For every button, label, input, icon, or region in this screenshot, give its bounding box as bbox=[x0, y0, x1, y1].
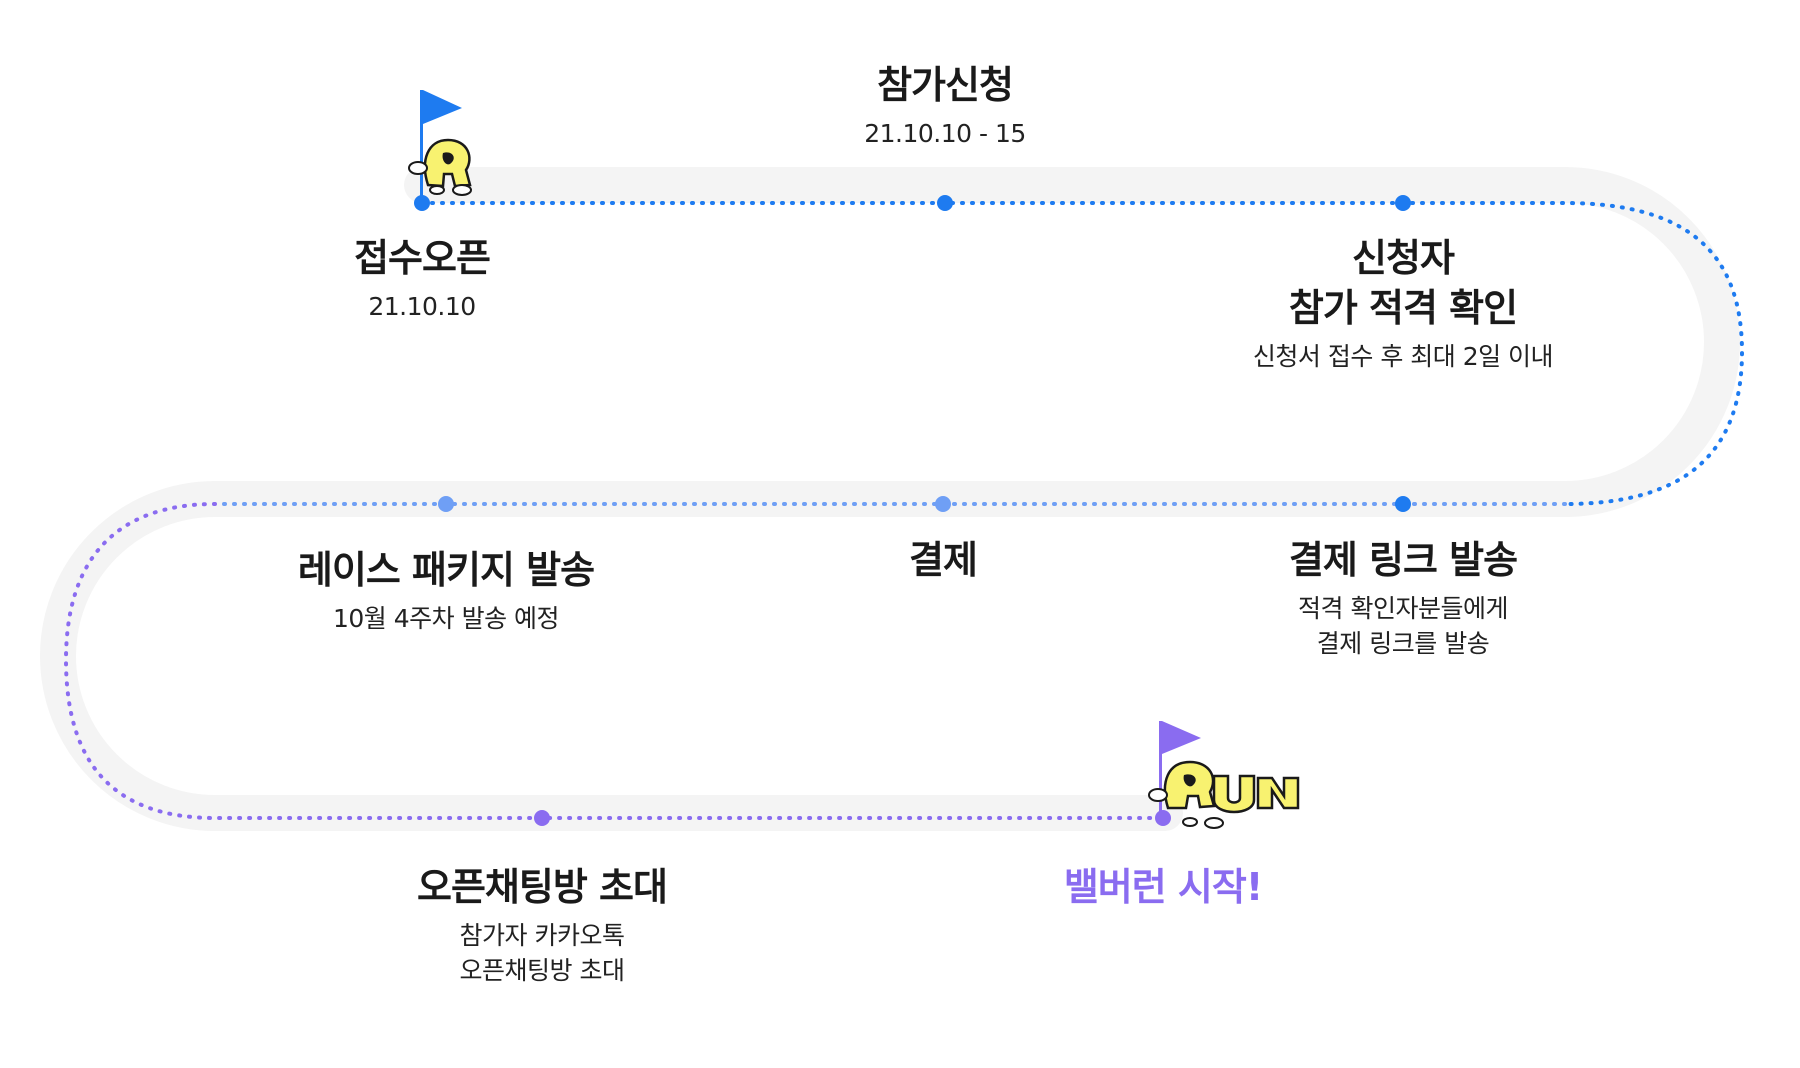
start-mascot-icon bbox=[408, 138, 472, 196]
step-chat: 오픈채팅방 초대 참가자 카카오톡 오픈채팅방 초대 bbox=[312, 862, 772, 988]
route-top bbox=[420, 201, 1745, 506]
step-subtitle: 참가자 카카오톡 오픈채팅방 초대 bbox=[459, 921, 625, 985]
step-start: 밸버런 시작! bbox=[933, 862, 1393, 912]
step-title: 오픈채팅방 초대 bbox=[417, 865, 668, 909]
station-dot-link bbox=[1395, 496, 1411, 512]
step-subtitle: 신청서 접수 후 최대 2일 이내 bbox=[1252, 342, 1554, 371]
step-package: 레이스 패키지 발송 10월 4주차 발송 예정 bbox=[216, 545, 676, 636]
station-dot-package bbox=[438, 496, 454, 512]
step-title: 레이스 패키지 발송 bbox=[297, 548, 595, 592]
step-title: 밸버런 시작! bbox=[1063, 865, 1263, 909]
step-subtitle: 10월 4주차 발송 예정 bbox=[332, 604, 560, 633]
station-dot-confirm bbox=[1395, 195, 1411, 211]
step-title: 신청자 참가 적격 확인 bbox=[1288, 236, 1518, 330]
step-apply: 참가신청 21.10.10 - 15 bbox=[715, 60, 1175, 151]
station-dot-payment bbox=[935, 496, 951, 512]
station-dot-start bbox=[1155, 810, 1171, 826]
step-title: 참가신청 bbox=[877, 63, 1014, 107]
station-dot-chat bbox=[534, 810, 550, 826]
step-payment: 결제 bbox=[713, 535, 1173, 585]
road-band bbox=[40, 167, 1740, 831]
step-subtitle: 적격 확인자분들에게 결제 링크를 발송 bbox=[1298, 594, 1508, 658]
finish-flag-icon bbox=[1159, 721, 1201, 817]
step-open: 접수오픈 21.10.10 bbox=[192, 233, 652, 324]
start-flag-icon bbox=[420, 90, 462, 202]
step-link: 결제 링크 발송 적격 확인자분들에게 결제 링크를 발송 bbox=[1173, 535, 1633, 661]
step-subtitle: 21.10.10 bbox=[368, 292, 476, 321]
finish-mascot-icon bbox=[1148, 760, 1300, 829]
step-subtitle: 21.10.10 - 15 bbox=[864, 119, 1026, 148]
station-dot-open bbox=[414, 195, 430, 211]
step-title: 접수오픈 bbox=[354, 236, 491, 280]
station-dot-apply bbox=[937, 195, 953, 211]
step-confirm: 신청자 참가 적격 확인 신청서 접수 후 최대 2일 이내 bbox=[1173, 233, 1633, 374]
step-title: 결제 bbox=[909, 538, 978, 582]
step-title: 결제 링크 발송 bbox=[1288, 538, 1518, 582]
